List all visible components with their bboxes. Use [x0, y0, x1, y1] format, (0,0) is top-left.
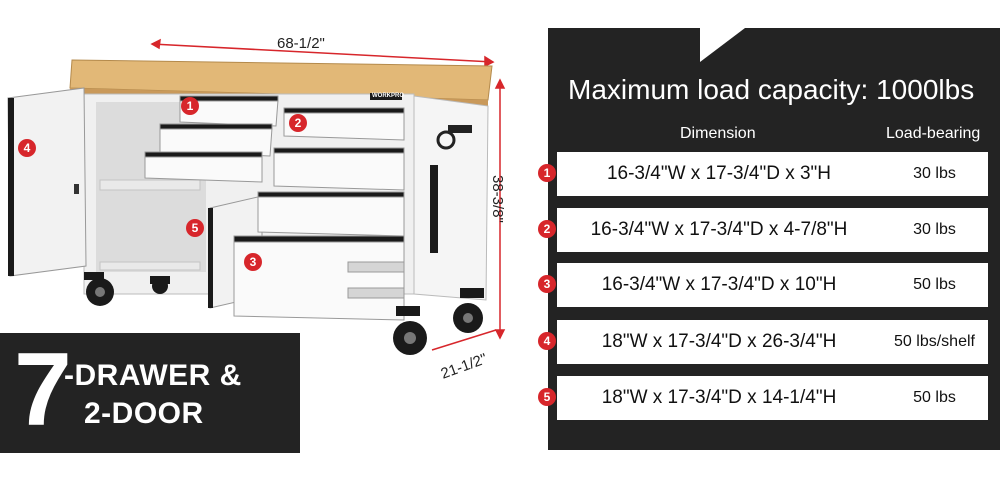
callout-3: 3 [244, 253, 262, 271]
spec-row-number: 3 [538, 275, 556, 293]
column-header-dimension: Dimension [680, 125, 756, 142]
spec-row-dimension: 18"W x 17-3/4"D x 14-1/4"H [557, 376, 881, 420]
spec-row: 3 16-3/4"W x 17-3/4"D x 10"H 50 lbs [538, 263, 1000, 307]
callout-4: 4 [18, 139, 36, 157]
spec-row: 1 16-3/4"W x 17-3/4"D x 3"H 30 lbs [538, 152, 1000, 196]
spec-row-load: 50 lbs [881, 263, 988, 307]
width-dimension-label: 68-1/2" [277, 35, 325, 52]
spec-row-number: 4 [538, 332, 556, 350]
spec-row: 2 16-3/4"W x 17-3/4"D x 4-7/8"H 30 lbs [538, 208, 1000, 252]
spec-row-dimension: 16-3/4"W x 17-3/4"D x 3"H [557, 152, 881, 196]
callout-2: 2 [289, 114, 307, 132]
brand-label: WORKPRO [372, 93, 404, 99]
spec-row-number: 2 [538, 220, 556, 238]
title-badge: 7 -DRAWER & 2-DOOR [0, 333, 300, 453]
product-illustration: 68-1/2" 38-3/8" 21-1/2" WORKPRO 1 2 3 4 … [7, 35, 506, 383]
column-header-load: Load-bearing [886, 125, 981, 142]
badge-line-2: 2-DOOR [84, 397, 204, 430]
spec-row-number: 5 [538, 388, 556, 406]
spec-row-dimension: 16-3/4"W x 17-3/4"D x 10"H [557, 263, 881, 307]
spec-row-load: 50 lbs [881, 376, 988, 420]
spec-row: 5 18"W x 17-3/4"D x 14-1/4"H 50 lbs [538, 376, 1000, 420]
badge-line-1: -DRAWER & [64, 359, 242, 392]
spec-row-load: 30 lbs [881, 152, 988, 196]
callout-1: 1 [181, 97, 199, 115]
spec-row-dimension: 18"W x 17-3/4"D x 26-3/4"H [557, 320, 881, 364]
height-dimension-label: 38-3/8" [489, 175, 506, 223]
spec-row-number: 1 [538, 164, 556, 182]
callout-5: 5 [186, 219, 204, 237]
badge-number: 7 [14, 332, 72, 448]
spec-panel: Maximum load capacity: 1000lbs Dimension… [538, 28, 1000, 450]
panel-title: Maximum load capacity: 1000lbs [568, 74, 975, 105]
spec-row-load: 50 lbs/shelf [881, 320, 988, 364]
spec-row-load: 30 lbs [881, 208, 988, 252]
spec-row-dimension: 16-3/4"W x 17-3/4"D x 4-7/8"H [557, 208, 881, 252]
spec-row: 4 18"W x 17-3/4"D x 26-3/4"H 50 lbs/shel… [538, 320, 1000, 364]
